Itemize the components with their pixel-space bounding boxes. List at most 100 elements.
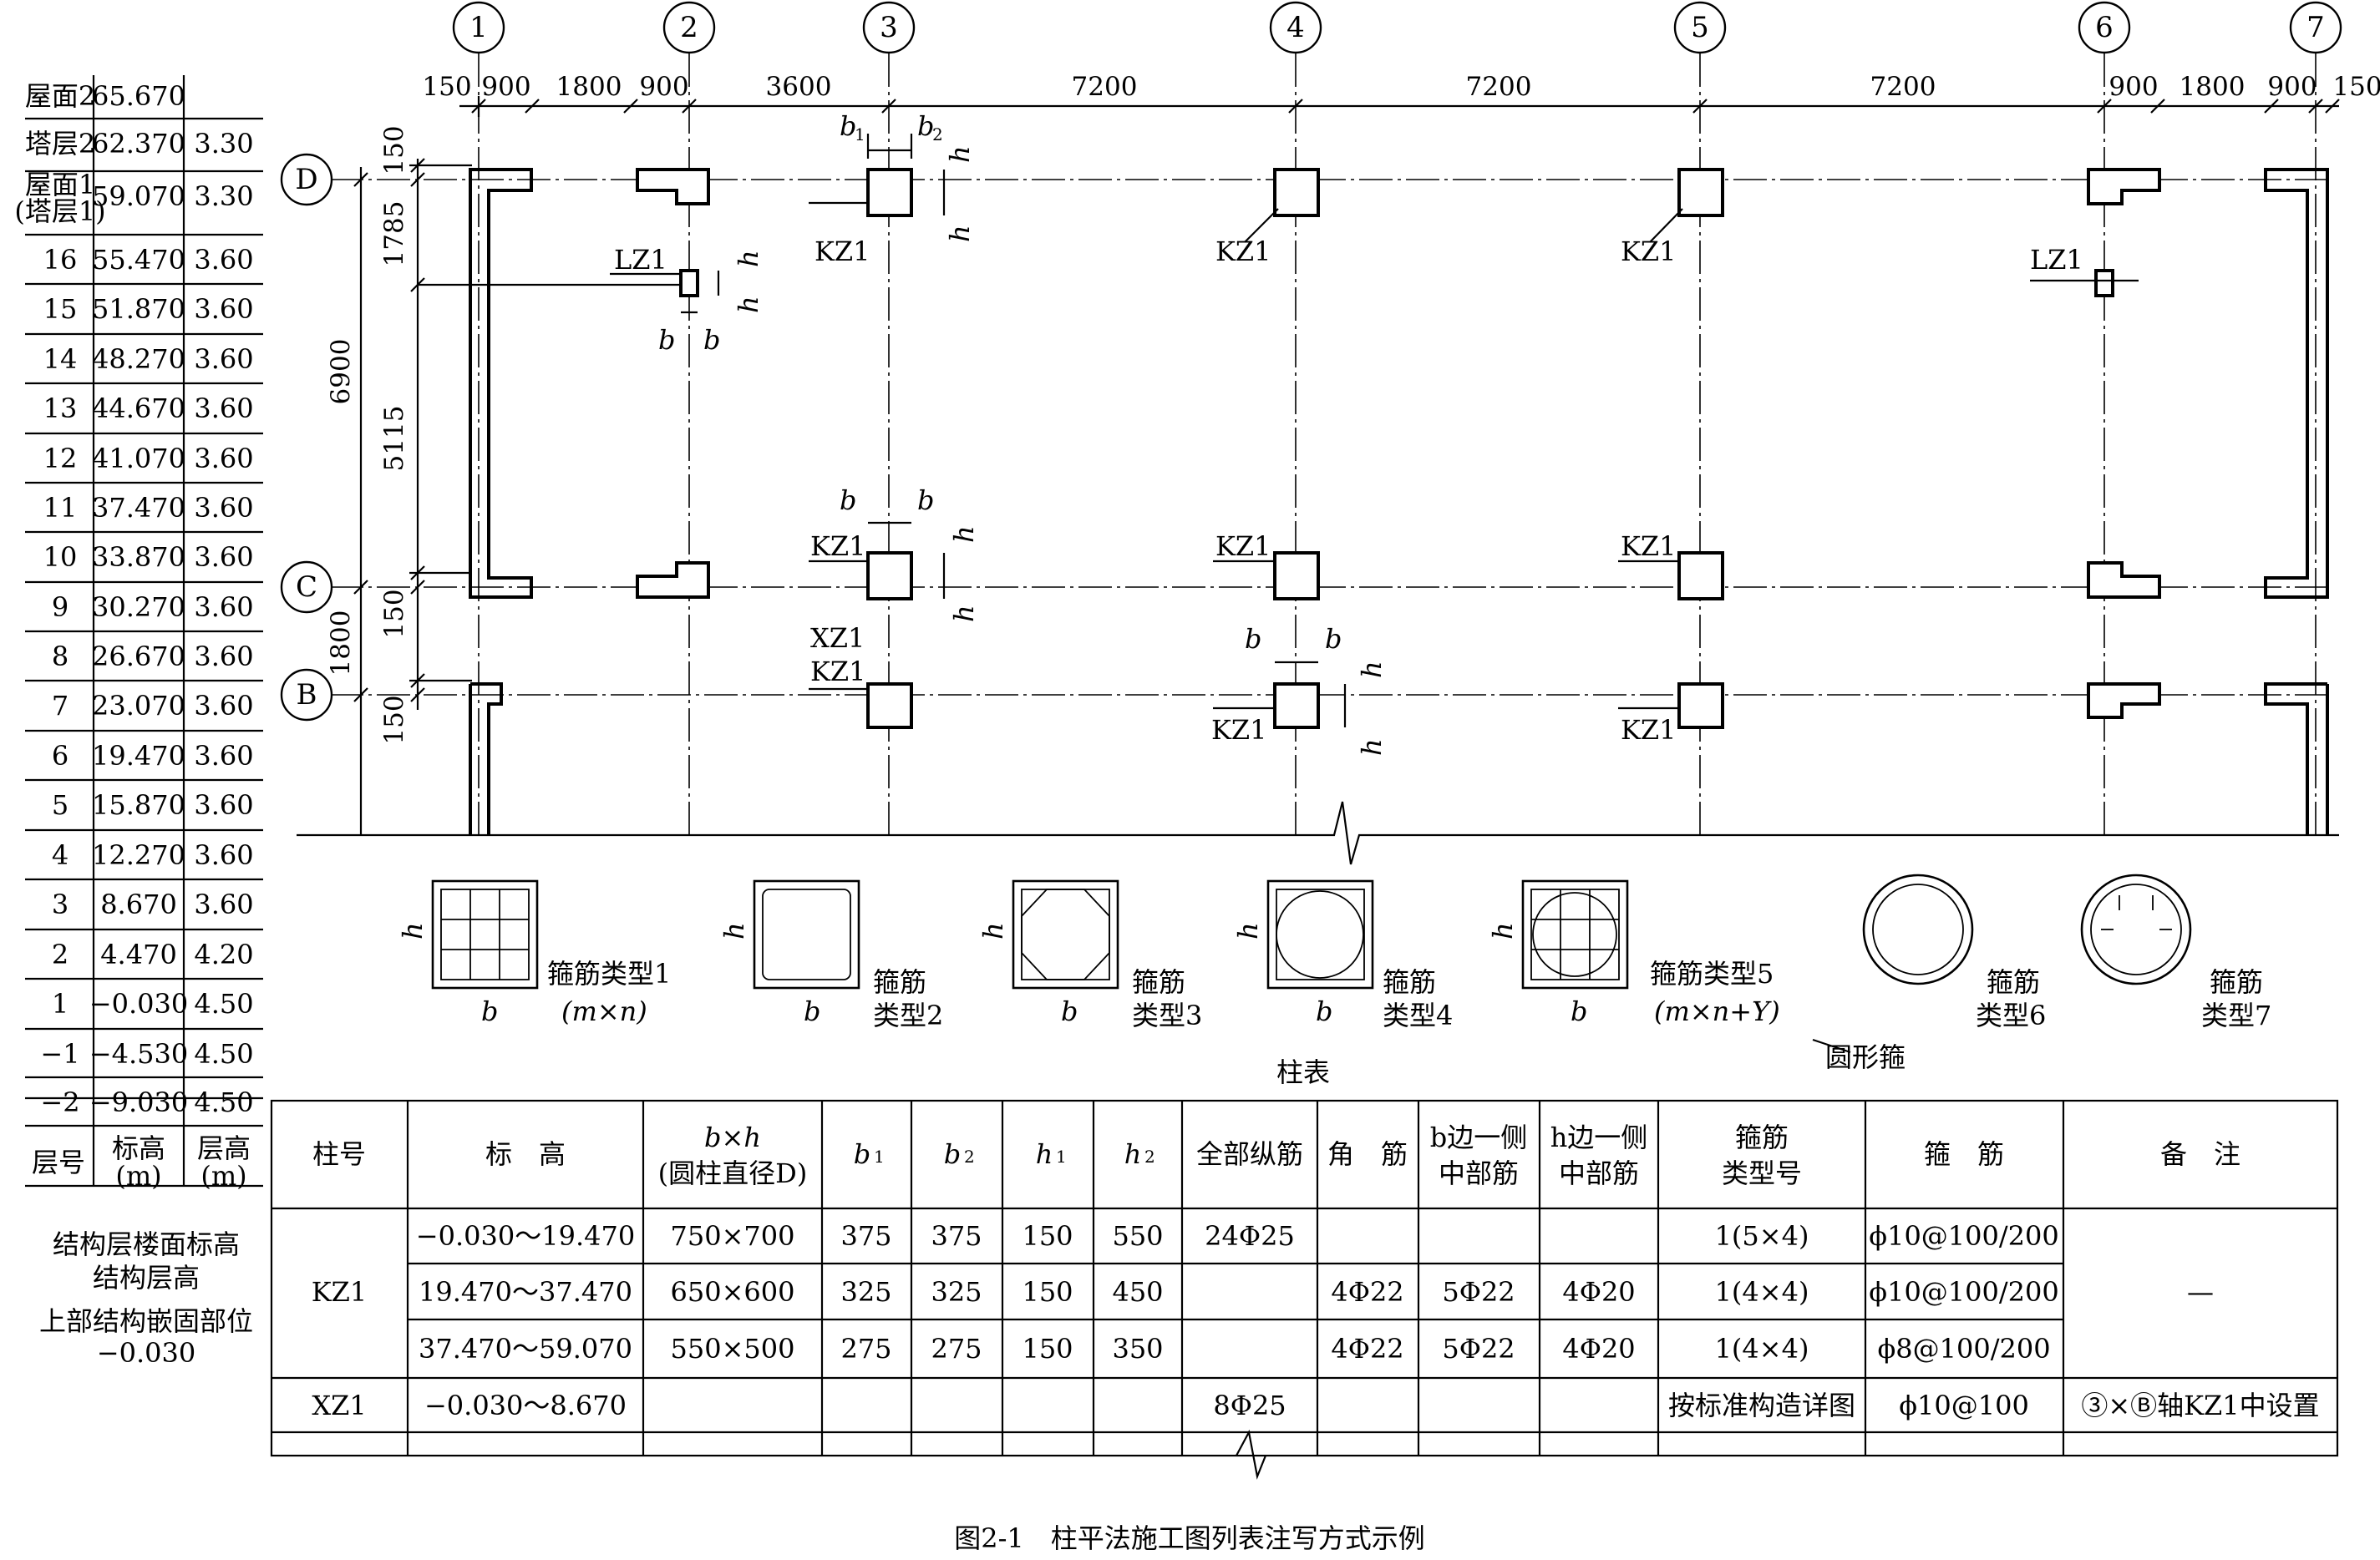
axis-bubble-C: C (280, 560, 333, 614)
axis-bubble-6: 6 (2078, 1, 2131, 54)
floor-cell: 4 (52, 839, 69, 871)
dim-text: 5115 (379, 406, 409, 472)
elevation-cell: 8.670 (100, 889, 177, 920)
floor-cell: 9 (52, 591, 69, 623)
h1-label: h (1356, 661, 1388, 678)
axis-bubble-7: 7 (2289, 1, 2342, 54)
elevation-cell: 44.670 (92, 393, 185, 424)
axis-bubble-D: D (280, 153, 333, 206)
story-height-cell: 3.60 (194, 690, 253, 722)
plan-annotations: KZ1 b1 b2 h h KZ1 KZ1 LZ1 b b h h LZ1 KZ… (610, 110, 2139, 756)
axis-label: B (297, 678, 317, 712)
story-height-cell: 3.60 (194, 789, 253, 821)
elevation-cell: 30.270 (92, 591, 185, 623)
floor-cell: 16 (43, 244, 78, 276)
elevation-cell: 51.870 (92, 293, 185, 325)
kz1-label: KZ1 (1215, 236, 1271, 267)
header-hoop: 箍 筋 (1924, 1138, 2004, 1170)
elevation-cell: 55.470 (92, 244, 185, 276)
hoop-type-sub: 类型7 (2201, 1000, 2271, 1031)
table-cell-hoop: ϕ10@100/200 (1869, 1220, 2058, 1252)
dim-text: 1800 (2180, 72, 2246, 102)
axis-bubbles: 1 2 3 4 5 6 7 D C B (280, 1, 2342, 722)
header-b-mid-sub: 中部筋 (1439, 1157, 1519, 1189)
dim-text: 150 (379, 695, 409, 744)
circular-hoop-label: 圆形箍 (1825, 1041, 1906, 1073)
kz1-columns (679, 168, 2114, 729)
table-cell-remark: ③×Ⓑ轴KZ1中设置 (2081, 1390, 2319, 1421)
sub-label: 1 (874, 1147, 885, 1167)
table-cell-b1: 275 (840, 1333, 891, 1365)
b1-label: b (1245, 623, 1261, 655)
floor-table-note: 结构层高 (93, 1262, 200, 1294)
table-cell-type: 1(5×4) (1715, 1220, 1809, 1252)
table-cell-h1: 150 (1022, 1220, 1073, 1252)
dim-text: 7200 (1072, 72, 1138, 102)
floor-cell: 2 (52, 939, 69, 970)
axis-label: 1 (469, 11, 488, 44)
story-height-cell: 3.60 (194, 393, 253, 424)
table-cell-hmid: 4Φ20 (1562, 1333, 1635, 1365)
floor-cell: 12 (43, 443, 78, 474)
elevation-cell: 26.670 (92, 641, 185, 672)
figure-caption: 图2-1 柱平法施工图列表注写方式示例 (954, 1522, 1425, 1554)
table-cell-corner: 4Φ22 (1331, 1276, 1403, 1308)
floor-cell: 8 (52, 641, 69, 672)
sub-label: 2 (964, 1147, 975, 1167)
axis-bubble-B: B (280, 668, 333, 722)
h1-label: h (944, 145, 976, 163)
dim-text: 150 (2332, 72, 2380, 102)
axis-bubble-2: 2 (662, 1, 716, 54)
table-cell-b2: 275 (931, 1333, 982, 1365)
b-label: b (1316, 995, 1332, 1027)
story-height-cell: 4.50 (194, 988, 253, 1020)
table-cell-col-no: KZ1 (312, 1276, 368, 1308)
floor-cell: 14 (43, 343, 78, 375)
hoop-type-label: 箍筋 (873, 966, 926, 998)
b-label: b (804, 995, 820, 1027)
h-label: h (397, 922, 429, 940)
story-height-cell: 3.60 (194, 541, 253, 573)
dim-text: 7200 (1870, 72, 1936, 102)
table-cell-all: 8Φ25 (1213, 1390, 1286, 1421)
h2-label: h (733, 250, 764, 267)
table-cell-type: 1(4×4) (1715, 1333, 1809, 1365)
h1-label: h (733, 296, 764, 313)
floor-cell: 13 (43, 393, 78, 424)
b-label: b (481, 995, 498, 1027)
axis-label: 3 (880, 11, 898, 44)
floor-cell: 15 (43, 293, 78, 325)
b-label: b (1061, 995, 1078, 1027)
table-cell-bxh: 550×500 (671, 1333, 795, 1365)
kz1-label: KZ1 (1215, 530, 1271, 562)
hoop-type-label: 箍筋类型5 (1650, 958, 1774, 990)
kz1-label: KZ1 (1621, 714, 1677, 746)
floor-table-note: 上部结构嵌固部位 (39, 1305, 253, 1337)
hoop-type-6: 箍筋 类型6 (1862, 874, 2046, 1031)
axis-label: 5 (1691, 11, 1709, 44)
header-h1: h (1036, 1138, 1053, 1170)
b2-label: b (1325, 623, 1342, 655)
header-bxh: b×h (704, 1122, 761, 1153)
hoop-type-5: h b 箍筋类型5 (m×n+Y) 圆形箍 (1487, 879, 1906, 1073)
axis-label: 6 (2095, 11, 2114, 44)
dim-text: 150 (379, 125, 409, 175)
elevation-cell: 12.270 (92, 839, 185, 871)
elevation-cell: 23.070 (92, 690, 185, 722)
kz1-label: KZ1 (1211, 714, 1267, 746)
table-cell-type: 按标准构造详图 (1668, 1390, 1855, 1421)
table-cell-elev: −0.030～8.670 (424, 1390, 627, 1421)
story-height-cell: 3.60 (194, 492, 253, 524)
story-height-cell: 3.60 (194, 293, 253, 325)
b1-label: b (840, 110, 856, 142)
floor-cell: 5 (52, 789, 69, 821)
axis-bubble-3: 3 (862, 1, 916, 54)
lz1-label: LZ1 (614, 244, 667, 276)
table-cell-h1: 150 (1022, 1276, 1073, 1308)
table-cell-remark: — (2187, 1276, 2214, 1308)
elevation-header: 标高 (112, 1132, 165, 1164)
grid-lines (330, 53, 2331, 835)
table-cell-b1: 375 (840, 1220, 891, 1252)
table-cell-elev: 19.470～37.470 (419, 1276, 632, 1308)
dim-text: 3600 (766, 72, 832, 102)
